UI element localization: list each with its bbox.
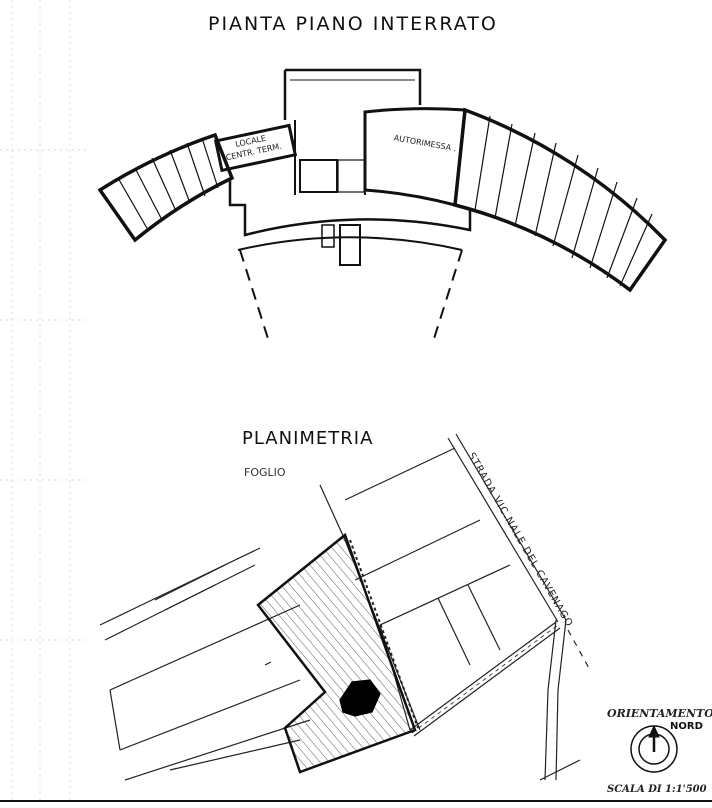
north-arrow-icon bbox=[630, 724, 678, 773]
margin-grid bbox=[0, 0, 90, 800]
central-tower bbox=[283, 68, 422, 120]
left-wing bbox=[97, 132, 235, 243]
garage-room bbox=[363, 107, 467, 207]
north-label: NORD bbox=[670, 721, 703, 732]
left-wing-steps bbox=[117, 137, 219, 231]
building-footprint bbox=[339, 679, 381, 717]
scale-label: SCALA DI 1:1'500 bbox=[607, 784, 707, 795]
floor-plan bbox=[97, 68, 668, 346]
sheet-label: FOGLIO bbox=[244, 466, 286, 479]
orientation-label: ORIENTAMENTO bbox=[607, 707, 712, 720]
ramp-dashed-right bbox=[431, 249, 463, 346]
site-plan-title: PLANIMETRIA bbox=[242, 428, 373, 449]
road bbox=[447, 433, 567, 623]
building-lot bbox=[256, 532, 417, 774]
floor-plan-title: PIANTA PIANO INTERRATO bbox=[208, 13, 498, 35]
site-plan bbox=[99, 433, 591, 781]
heating-room bbox=[213, 123, 298, 173]
road-label: STRADA VIC.NALE DEL CAVENAGO bbox=[465, 451, 574, 629]
ramp-dashed-left bbox=[239, 249, 271, 346]
garage-label: AUTORIMESSA . bbox=[393, 133, 457, 153]
right-wing bbox=[453, 107, 668, 293]
right-wing-steps bbox=[474, 115, 653, 287]
